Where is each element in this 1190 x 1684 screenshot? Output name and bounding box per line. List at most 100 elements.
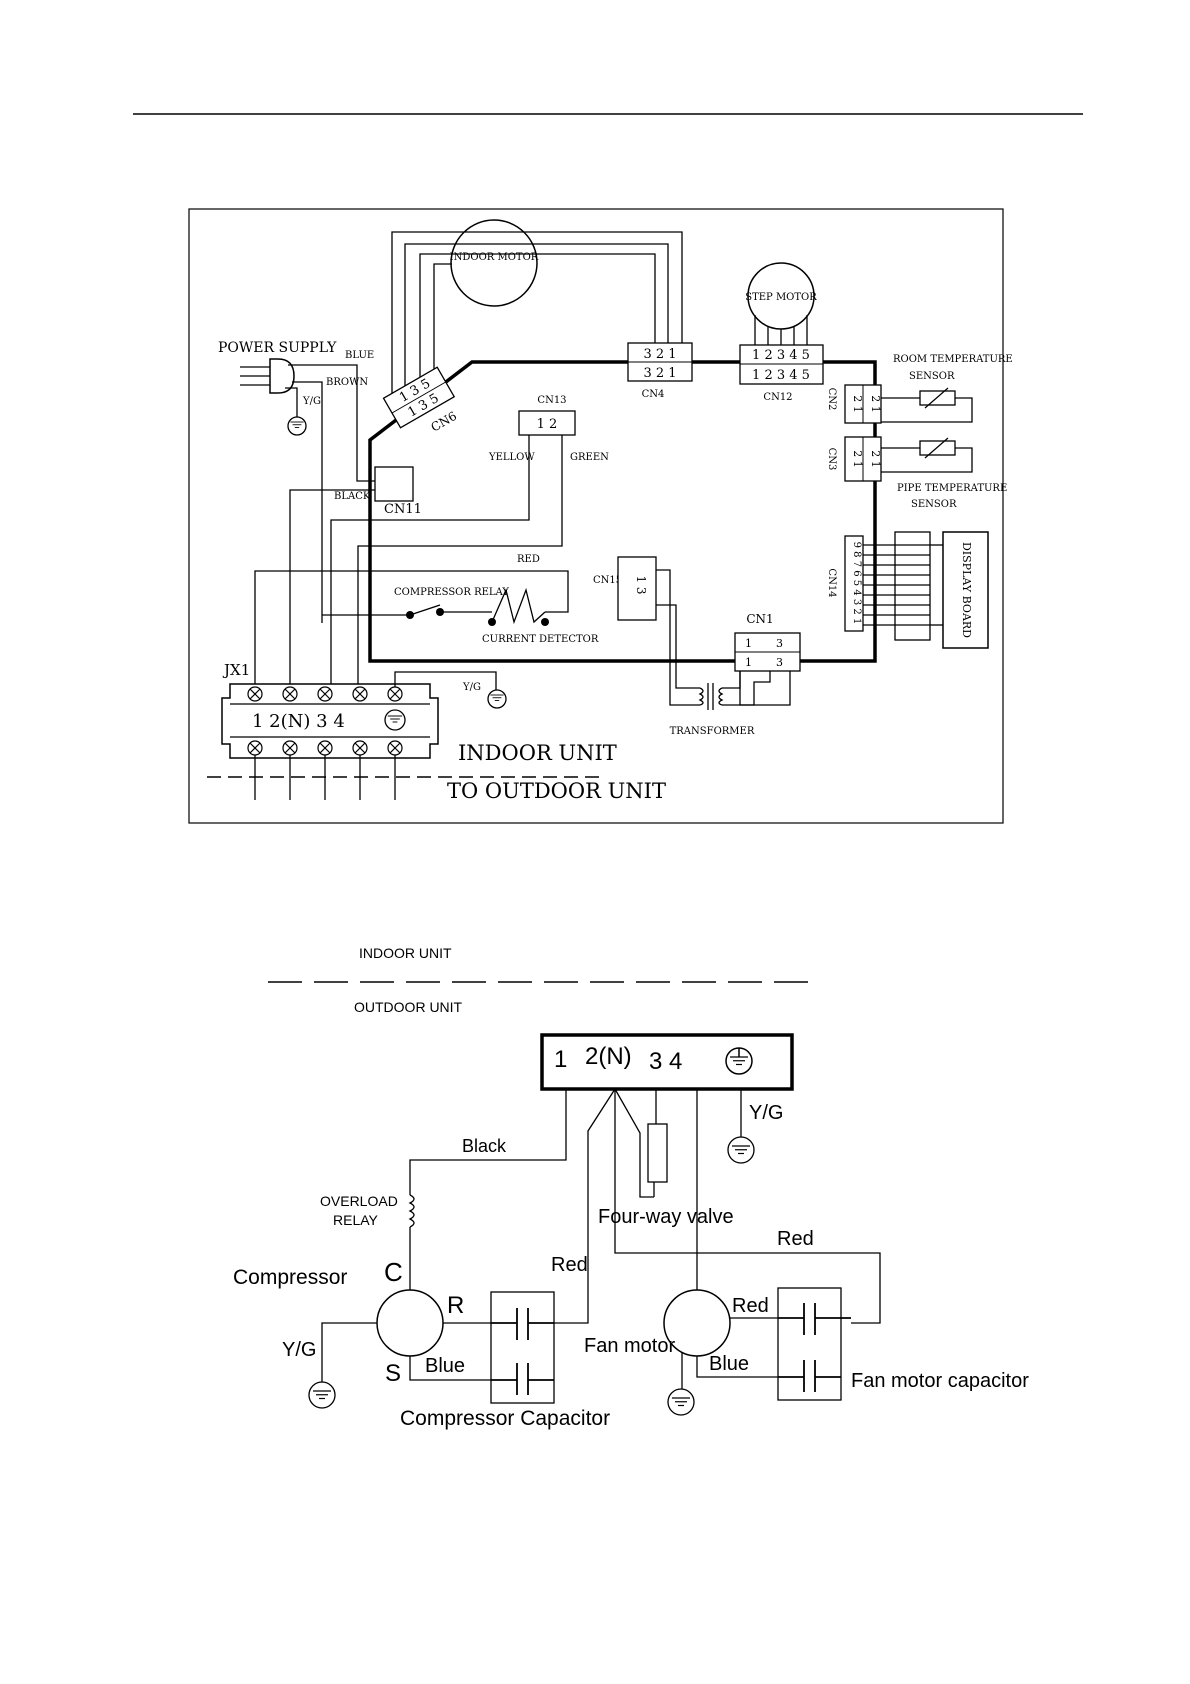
connector-cn3: 2 1 2 1 xyxy=(844,436,882,482)
yellow-wire-label: YELLOW xyxy=(488,452,535,463)
cn2-pins-right: 2 1 xyxy=(869,395,882,413)
four-way-valve-wire-a xyxy=(614,1088,654,1198)
black-wire-label: BLACK xyxy=(334,491,371,502)
current-detector-coil xyxy=(491,587,546,625)
detector-contact-a xyxy=(488,618,496,626)
outdoor-wiring-diagram: INDOOR UNIT OUTDOOR UNIT 1 2(N) 3 4 Y/G … xyxy=(233,945,1029,1430)
cn1-pin3-bottom: 3 xyxy=(776,656,783,669)
cn4-pins-top: 3 2 1 xyxy=(643,347,676,362)
outdoor-indoor-unit-label: INDOOR UNIT xyxy=(359,945,452,961)
connector-cn2: 2 1 2 1 xyxy=(844,384,882,424)
cn3-label: CN3 xyxy=(826,448,837,471)
terminal-2n: 2(N) xyxy=(585,1043,632,1070)
cn13-label: CN13 xyxy=(537,395,566,406)
indoor-unit-label: INDOOR UNIT xyxy=(458,741,617,765)
fan-motor-capacitor xyxy=(777,1287,842,1401)
fan-capacitor-plates xyxy=(778,1303,851,1392)
indoor-motor-label: INDOOR MOTOR xyxy=(450,252,539,263)
cn1-label: CN1 xyxy=(746,612,773,626)
compressor-capacitor-plates xyxy=(491,1308,554,1395)
cn12-label: CN12 xyxy=(763,392,792,403)
terminal-yg-label: Y/G xyxy=(749,1102,783,1124)
red-top-label: Red xyxy=(777,1228,814,1250)
room-sensor-label-2: SENSOR xyxy=(909,371,955,382)
yg-terminal-label: Y/G xyxy=(462,682,481,693)
transformer-label: TRANSFORMER xyxy=(670,726,755,737)
compressor-relay-label: COMPRESSOR RELAY xyxy=(394,587,509,598)
four-way-valve-label: Four-way valve xyxy=(598,1206,734,1228)
pipe-temperature-sensor xyxy=(881,437,973,473)
cn15-label: CN15 xyxy=(593,575,622,586)
step-motor-wires xyxy=(754,315,808,345)
cn14-pins: 9 8 7 6 5 4 3 2 1 xyxy=(851,542,862,625)
cn14-label: CN14 xyxy=(826,568,837,597)
connector-cn14: 9 8 7 6 5 4 3 2 1 xyxy=(844,535,864,632)
outdoor-unit-label: OUTDOOR UNIT xyxy=(354,999,463,1015)
pipe-sensor-label-1: PIPE TEMPERATURE xyxy=(897,483,1007,494)
green-wire-label: GREEN xyxy=(570,452,609,463)
outdoor-ground-icon xyxy=(727,1136,755,1164)
cn2-label: CN2 xyxy=(826,388,837,411)
terminal-ground-icon xyxy=(725,1047,753,1075)
cn13-pins: 1 2 xyxy=(537,417,558,432)
overload-relay-label-2: RELAY xyxy=(333,1212,379,1228)
cn12-pins-top: 1 2 3 4 5 xyxy=(752,348,810,363)
compressor-r-terminal: R xyxy=(447,1292,464,1319)
red-fan-top-wire xyxy=(614,1089,881,1324)
jx1-bottom-screws xyxy=(247,740,403,756)
brown-wire-label: BROWN xyxy=(326,377,368,388)
black-wire-label: Black xyxy=(462,1136,507,1156)
to-outdoor-unit-label: TO OUTDOOR UNIT xyxy=(447,779,666,803)
jx1-top-screws xyxy=(247,686,403,702)
indoor-wiring-diagram: INDOOR MOTOR 1 3 5 1 3 5 CN6 3 2 1 3 2 1… xyxy=(188,208,1013,824)
cn11-label: CN11 xyxy=(384,502,422,517)
red-compressor-wire xyxy=(554,1088,616,1324)
power-plug-icon xyxy=(240,358,295,394)
overload-relay-icon xyxy=(408,1194,415,1228)
fan-blue-wire xyxy=(696,1356,778,1378)
red-compressor-label: Red xyxy=(551,1254,588,1276)
cn1-secondary-wires xyxy=(739,671,791,706)
connector-cn15 xyxy=(617,556,657,621)
cn6-label: CN6 xyxy=(429,409,460,435)
cn14-plug xyxy=(894,531,931,641)
compressor-s-terminal: S xyxy=(385,1360,401,1387)
red-fan-label: Red xyxy=(732,1295,769,1317)
jx1-ground-icon xyxy=(384,709,406,731)
terminal-block-jx1: 1 2(N) 3 4 xyxy=(221,683,439,759)
yg-wire-label: Y/G xyxy=(302,396,321,407)
display-board-label: DISPLAY BOARD xyxy=(960,542,973,638)
jx1-label: JX1 xyxy=(222,661,250,679)
indoor-motor-wires xyxy=(391,231,683,403)
connector-cn4: 3 2 1 3 2 1 xyxy=(627,342,693,382)
compressor-yg-label: Y/G xyxy=(282,1339,316,1361)
room-temperature-sensor xyxy=(881,387,973,423)
relay-contact-b xyxy=(436,608,444,616)
blue-compressor-label: Blue xyxy=(425,1355,465,1377)
connector-cn13: 1 2 xyxy=(518,410,576,436)
cn4-pins-bottom: 3 2 1 xyxy=(643,366,676,381)
blue-wire-label: BLUE xyxy=(345,350,374,361)
plug-ground-icon xyxy=(287,416,307,436)
cn1-pin3-top: 3 xyxy=(776,637,783,650)
cn3-pins-right: 2 1 xyxy=(869,450,882,468)
display-board xyxy=(942,531,989,649)
relay-wires xyxy=(254,570,569,685)
cn1-pin1-bottom: 1 xyxy=(745,656,752,669)
power-supply-label: POWER SUPPLY xyxy=(218,340,337,356)
jx1-terminal-labels: 1 2(N) 3 4 xyxy=(252,711,345,732)
connector-cn11 xyxy=(374,466,414,502)
compressor-capacitor-label: Compressor Capacitor xyxy=(400,1407,610,1430)
blue-fan-label: Blue xyxy=(709,1353,749,1375)
four-way-valve xyxy=(647,1123,668,1183)
step-motor-label: STEP MOTOR xyxy=(745,292,817,303)
pipe-sensor-label-2: SENSOR xyxy=(911,499,957,510)
terminal-3-4: 3 4 xyxy=(649,1048,682,1075)
indoor-ground-icon xyxy=(487,689,507,709)
compressor-c-terminal: C xyxy=(384,1257,403,1287)
indoor-motor xyxy=(450,219,538,307)
cn3-pins-left: 2 1 xyxy=(851,450,864,468)
overload-relay-label-1: OVERLOAD xyxy=(320,1193,398,1209)
fan-motor-capacitor-label: Fan motor capacitor xyxy=(851,1370,1029,1392)
compressor xyxy=(376,1289,444,1357)
